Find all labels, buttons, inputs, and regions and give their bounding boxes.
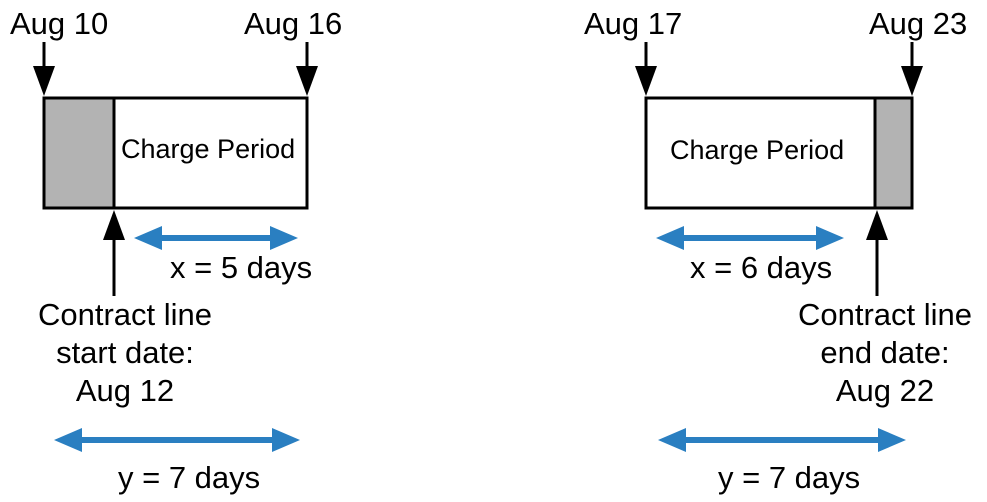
left-x-label: x = 5 days xyxy=(170,250,313,285)
right-start-date-arrow xyxy=(635,42,657,96)
left-contract-start-label: Contract line start date: Aug 12 xyxy=(20,296,230,410)
right-contract-line-1: Contract line xyxy=(797,297,973,332)
right-start-date-label: Aug 17 xyxy=(584,6,683,41)
right-end-date-arrow xyxy=(901,42,923,96)
right-y-range-arrow xyxy=(658,428,906,452)
right-excluded-segment xyxy=(873,96,914,210)
right-y-label: y = 7 days xyxy=(718,460,861,495)
left-charge-period-box xyxy=(112,96,309,210)
left-charge-period-label: Charge Period xyxy=(121,134,296,164)
left-start-date-arrow xyxy=(33,42,55,96)
left-x-range-arrow xyxy=(134,226,298,250)
right-x-range-arrow xyxy=(656,226,844,250)
left-excluded-segment xyxy=(42,96,116,210)
right-contract-line-2: end date: xyxy=(820,335,950,370)
left-y-range-arrow xyxy=(54,428,300,452)
left-contract-line-2: start date: xyxy=(56,335,194,370)
left-end-date-label: Aug 16 xyxy=(244,6,343,41)
left-contract-line-1: Contract line xyxy=(37,297,213,332)
right-contract-end-label: Contract line end date: Aug 22 xyxy=(780,296,987,410)
right-end-date-label: Aug 23 xyxy=(869,6,968,41)
left-contract-line-3: Aug 12 xyxy=(75,373,175,408)
left-panel xyxy=(33,42,318,452)
left-start-date-label: Aug 10 xyxy=(10,6,109,41)
right-panel xyxy=(635,42,923,452)
right-charge-period-box xyxy=(644,96,877,210)
right-contract-line-3: Aug 22 xyxy=(835,373,935,408)
left-end-date-arrow xyxy=(296,42,318,96)
right-charge-period-label: Charge Period xyxy=(670,135,845,165)
right-contract-end-arrow xyxy=(866,210,888,296)
right-x-label: x = 6 days xyxy=(690,250,833,285)
left-y-label: y = 7 days xyxy=(118,460,261,495)
left-contract-start-arrow xyxy=(103,210,125,296)
